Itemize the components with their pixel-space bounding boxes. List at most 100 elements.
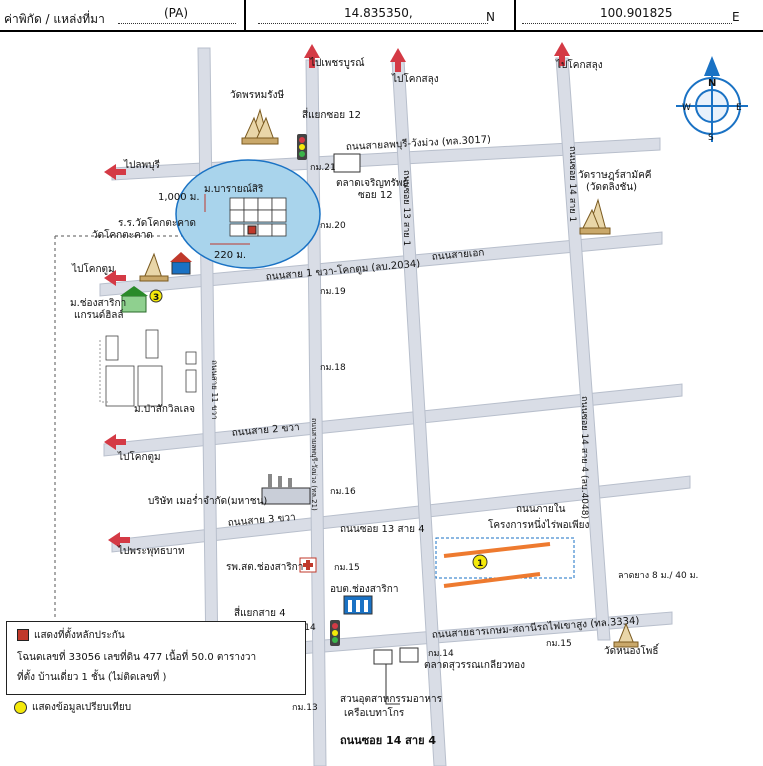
compass-e: E bbox=[736, 103, 742, 113]
school-label: ร.ร.วัดโคกตะคาด bbox=[118, 216, 196, 229]
road-soi11 bbox=[197, 47, 219, 661]
km-15: กม.15 bbox=[334, 563, 360, 573]
to-khok-salung-1: ไปโคกสลุง bbox=[391, 72, 439, 85]
km-20: กม.20 bbox=[320, 221, 346, 231]
latitude-suffix: N bbox=[486, 10, 495, 24]
source-cell: ค่าพิกัด / แหล่งที่มา (PA) bbox=[0, 0, 246, 30]
village-narai-label: ม.บารายณ์สิริ bbox=[204, 183, 264, 195]
source-value: (PA) bbox=[164, 6, 189, 20]
to-phetchabun: ไปเพชรบูรณ์ bbox=[309, 57, 365, 69]
coordinate-header: ค่าพิกัด / แหล่งที่มา (PA) 14.835350, N … bbox=[0, 0, 763, 32]
to-khok-tum-2: ไปโคกตูม bbox=[117, 450, 161, 463]
factory-icon bbox=[261, 474, 311, 505]
road-label-soi13-sai1: ถนนซอย 13 สาย 1 bbox=[401, 170, 411, 246]
compass-n: N bbox=[708, 78, 716, 89]
km-posts: กม.21 กม.20 กม.19 กม.18 กม.16 กม.15 กม.1… bbox=[290, 163, 572, 713]
to-phra-phutthabat: ไปพระพุทธบาท bbox=[117, 545, 185, 557]
arrow-up-icon bbox=[390, 48, 406, 62]
arrow-left-icon bbox=[104, 164, 116, 180]
village-pasak-label: ม.ป่าสักวิลเลจ bbox=[134, 404, 195, 415]
legend-compare-label: แสดงข้อมูลเปรียบเทียบ bbox=[32, 702, 132, 713]
market-icon bbox=[399, 647, 419, 663]
marker-1-number: 1 bbox=[477, 559, 483, 569]
legend-title: แสดงที่ตั้งหลักประกัน bbox=[34, 630, 125, 641]
inner-road-1 bbox=[443, 542, 551, 558]
hospital-label: รพ.สต.ช่องสาริกา bbox=[226, 562, 303, 573]
road-sai2-khwa bbox=[103, 383, 683, 457]
road-label-sai-ek: ถนนสายเอก bbox=[431, 247, 485, 263]
traffic-light-icon bbox=[297, 134, 307, 160]
legend-collateral: แสดงที่ตั้งหลักประกัน bbox=[17, 628, 125, 643]
market-charoen-label: ตลาดเจริญทรัพย์ bbox=[336, 177, 408, 189]
arrow-left-icon bbox=[104, 434, 116, 450]
intersection4-label: สี่แยกสาย 4 bbox=[234, 605, 286, 619]
school-icon bbox=[170, 252, 192, 275]
km-16: กม.16 bbox=[330, 487, 356, 497]
wat-phrom-label: วัดพรหมรังษี bbox=[230, 89, 285, 101]
to-khok-tum-1: ไปโคกตูม bbox=[71, 262, 115, 275]
temple-icon bbox=[613, 622, 639, 648]
inner-road-label: ถนนภายใน bbox=[516, 503, 566, 515]
map-legend: แสดงที่ตั้งหลักประกัน โฉนดเลขที่ 33056 เ… bbox=[6, 621, 306, 695]
compass-w: W bbox=[682, 103, 691, 113]
coordinate-label: ค่าพิกัด / แหล่งที่มา bbox=[4, 12, 105, 26]
longitude-suffix: E bbox=[732, 10, 740, 24]
measure-220-label: 220 ม. bbox=[214, 250, 246, 261]
measure-1000-label: 1,000 ม. bbox=[158, 192, 200, 203]
wat-rat-label-2: (วัดตลิ่งชัน) bbox=[586, 179, 637, 193]
village-boundary bbox=[99, 340, 108, 403]
road-label-soi14-sai4-v: ถนนซอย 14 สาย 4 (ลบ.4048) bbox=[579, 396, 589, 519]
km-21: กม.21 bbox=[310, 163, 336, 173]
house-icon bbox=[120, 286, 148, 313]
village-plots bbox=[105, 329, 197, 407]
road-label-soi13-sai4: ถนนซอย 13 สาย 4 bbox=[340, 524, 425, 535]
collateral-marker[interactable] bbox=[247, 225, 257, 235]
village-grand-label: แกรนด์ฮิลล์ bbox=[74, 309, 124, 321]
road-label-main-v: ถนนสายลพบุรี-วังม่วง (ทล.21) bbox=[310, 418, 318, 511]
compass-s: S bbox=[708, 133, 714, 143]
compass-rose: N S E W bbox=[676, 56, 748, 143]
road-label-soi11: ถนนสาย 11 ขวา bbox=[210, 360, 219, 420]
compare-swatch bbox=[14, 700, 27, 714]
dotted-line bbox=[522, 23, 732, 24]
arrow-left-icon bbox=[108, 532, 120, 548]
village-chong-label: ม.ช่องสาริกา bbox=[70, 298, 126, 309]
temple-icon bbox=[241, 108, 279, 145]
housing-grid bbox=[229, 197, 287, 237]
to-lopburi: ไปลพบุรี bbox=[123, 159, 160, 171]
garden-label: สวนอุตสาหกรรมอาหาร bbox=[340, 694, 443, 705]
direction-arrows bbox=[104, 42, 570, 548]
garden-pointer bbox=[385, 664, 400, 705]
collateral-swatch bbox=[17, 629, 29, 641]
marker-1[interactable] bbox=[472, 554, 488, 570]
dotted-line bbox=[258, 23, 488, 24]
km-18: กม.18 bbox=[320, 363, 346, 373]
office-icon bbox=[343, 595, 373, 615]
marker-3[interactable] bbox=[149, 289, 163, 303]
road-sai3-khwa bbox=[111, 475, 691, 553]
arrow-left-icon bbox=[104, 270, 116, 286]
hospital-icon bbox=[299, 557, 317, 573]
longitude-cell: 100.901825 E bbox=[516, 0, 761, 30]
wat-khok-label: วัดโคกตะคาด bbox=[92, 228, 153, 241]
location-map: 1,000 ม. 220 ม. ม.บารายณ์สิริ ไปเพชรบูรณ… bbox=[54, 42, 748, 766]
arrow-up-icon bbox=[304, 44, 320, 58]
lane-width-label: ลาดยาง 8 ม./ 40 ม. bbox=[618, 571, 698, 581]
km-19: กม.19 bbox=[320, 287, 346, 297]
compass-north-pointer bbox=[704, 56, 720, 76]
longitude-value: 100.901825 bbox=[600, 6, 673, 20]
legend-line1: โฉนดเลขที่ 33056 เลขที่ดิน 477 เนื้อที่ … bbox=[17, 652, 257, 663]
market-icon bbox=[373, 649, 393, 665]
inner-road-2 bbox=[443, 572, 541, 588]
intersection12-label: สี่แยกซอย 12 bbox=[302, 107, 361, 121]
legend-line2: ที่ตั้ง บ้านเดี่ยว 1 ชั้น (ไม่ติดเลขที่ … bbox=[17, 672, 167, 683]
market-icon bbox=[333, 153, 361, 173]
traffic-light-icon bbox=[330, 620, 340, 646]
to-khok-salung-2: ไปโคกสลุง bbox=[555, 58, 603, 71]
marker-3-number: 3 bbox=[153, 293, 159, 303]
arrow-up-icon bbox=[554, 42, 570, 56]
road-sai1-khwa bbox=[99, 231, 663, 297]
soi12-label: ซอย 12 bbox=[358, 190, 393, 201]
road-label-soi14-sai4: ถนนซอย 14 สาย 4 bbox=[340, 734, 436, 747]
temple-icon bbox=[579, 198, 611, 235]
